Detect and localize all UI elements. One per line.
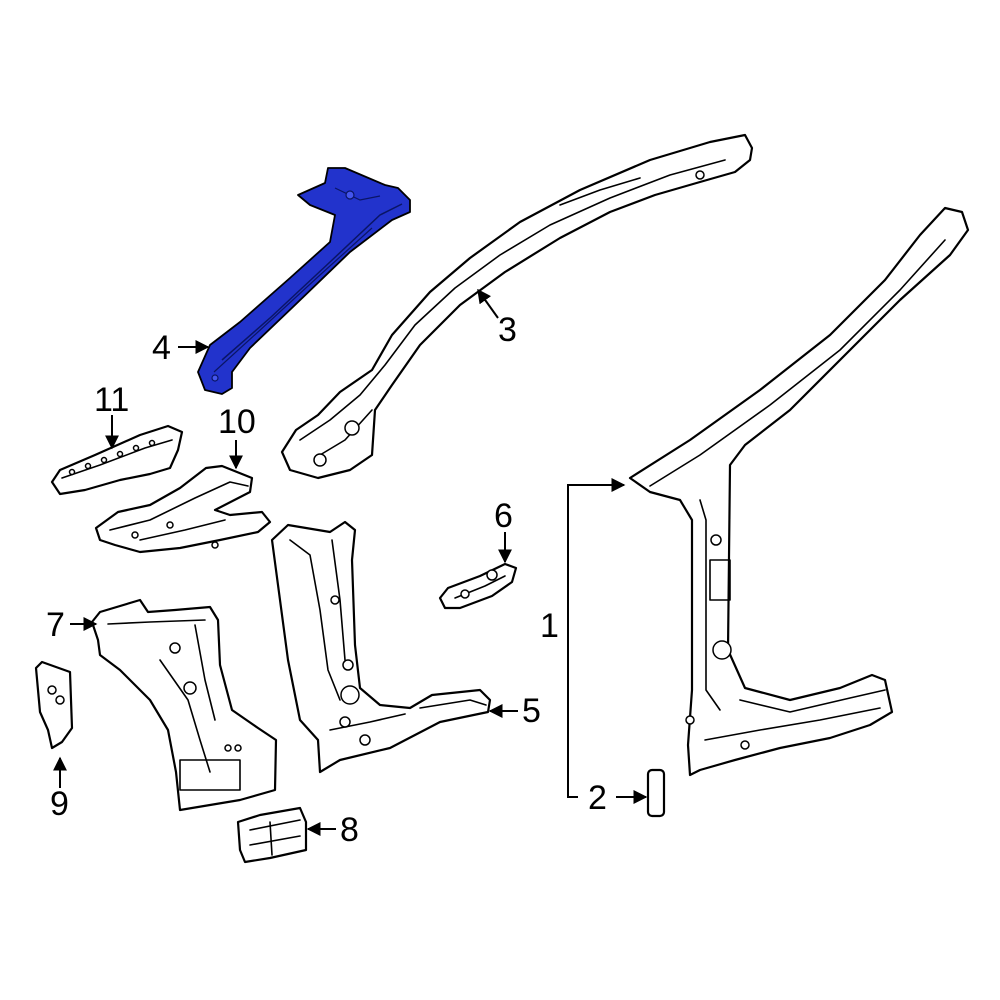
part-5-inner-pillar[interactable] <box>270 520 492 774</box>
callout-11: 11 <box>94 381 129 419</box>
part-7-inner-panel[interactable] <box>90 598 278 812</box>
callout-4: 4 <box>152 329 171 367</box>
callout-8: 8 <box>340 811 359 849</box>
part-1-body-side-panel[interactable] <box>628 206 970 777</box>
callout-9: 9 <box>50 785 69 823</box>
leader-lines <box>53 288 648 836</box>
callout-3: 3 <box>498 311 517 349</box>
part-4-pillar-reinforcement[interactable] <box>197 167 411 395</box>
part-8-reinforcement[interactable] <box>236 806 308 864</box>
callout-6: 6 <box>494 497 513 535</box>
callout-5: 5 <box>522 692 541 730</box>
part-3-windshield-pillar-outer[interactable] <box>280 133 754 480</box>
callout-7: 7 <box>46 606 65 644</box>
part-2-plug[interactable] <box>646 768 666 818</box>
part-11-bracket[interactable] <box>50 424 184 496</box>
part-9-bracket-plate[interactable] <box>34 660 74 750</box>
callout-1: 1 <box>540 607 559 645</box>
callout-10: 10 <box>218 403 256 441</box>
callout-labels: 1 2 3 4 5 6 7 8 9 10 11 <box>46 311 607 849</box>
part-6-plate[interactable] <box>438 562 518 610</box>
callout-2: 2 <box>588 779 607 817</box>
part-10-side-bracket[interactable] <box>94 464 272 554</box>
